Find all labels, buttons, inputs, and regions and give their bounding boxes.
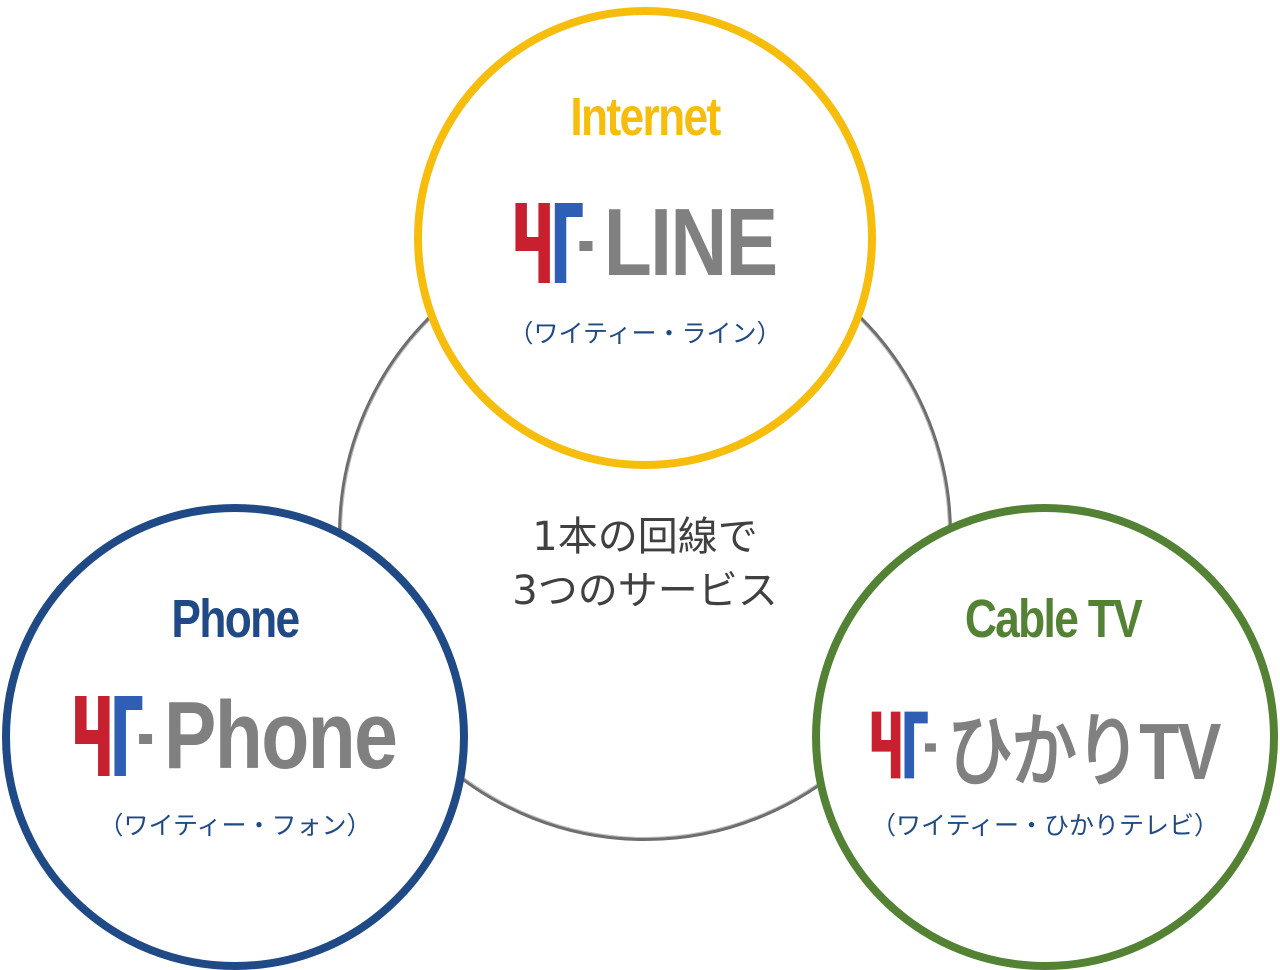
- yt-phone-logo: Phone: [59, 682, 412, 789]
- yt-hikari-tv-logo: ひかりTV: [861, 700, 1230, 796]
- phone-reading: （ワイティー・フォン）: [98, 811, 372, 840]
- phone-logo-name: Phone: [163, 682, 398, 789]
- phone-heading: Phone: [171, 589, 300, 649]
- tv-reading: （ワイティー・ひかりテレビ）: [870, 811, 1219, 840]
- internet-circle: [414, 7, 876, 469]
- internet-logo-name: LINE: [603, 189, 778, 296]
- tv-logo-name: ひかりTV: [947, 707, 1221, 796]
- tv-circle: [812, 504, 1278, 970]
- yt-logo-mark-icon: [75, 696, 153, 776]
- internet-heading: Internet: [570, 87, 721, 147]
- center-caption: 1本の回線で 3つのサービス: [440, 510, 850, 618]
- center-caption-line2: 3つのサービス: [512, 568, 778, 614]
- yt-logo-mark-icon: [871, 711, 936, 779]
- yt-line-logo: LINE: [461, 189, 830, 296]
- center-caption-line1: 1本の回線で: [532, 514, 758, 560]
- tv-heading: Cable TV: [964, 589, 1143, 649]
- internet-reading: （ワイティー・ライン）: [508, 319, 782, 348]
- yt-logo-mark-icon: [515, 203, 593, 283]
